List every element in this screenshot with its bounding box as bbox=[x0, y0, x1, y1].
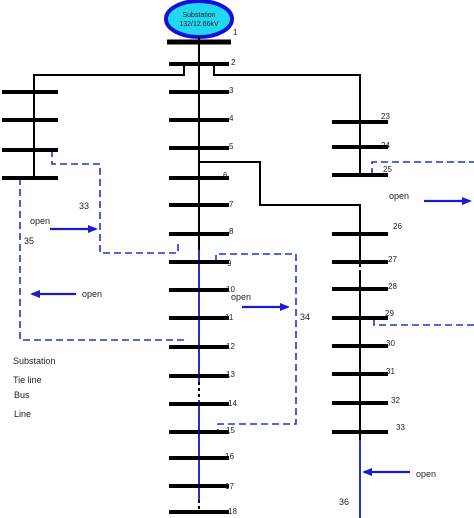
bus-label: 18 bbox=[228, 507, 237, 516]
bus-label: 33 bbox=[396, 423, 405, 432]
legend-tie-line: Tie line bbox=[13, 375, 42, 385]
bus-label: 7 bbox=[229, 200, 234, 209]
tie-lines bbox=[19, 150, 474, 432]
bus-label: 13 bbox=[226, 370, 235, 379]
open-arrows bbox=[30, 197, 472, 476]
substation-node: Substation 132/12.66kV bbox=[164, 0, 234, 39]
tie-label-35: 35 bbox=[24, 236, 34, 246]
bus-label: 27 bbox=[388, 255, 397, 264]
bus-label: 8 bbox=[229, 227, 234, 236]
bus-labels: 1 2 3 4 5 6 7 8 9 10 11 12 13 14 15 16 1… bbox=[223, 28, 405, 516]
bus-label: 10 bbox=[226, 285, 235, 294]
bus-label: 31 bbox=[386, 367, 395, 376]
bus-label: 15 bbox=[226, 426, 235, 435]
tie-label-34: 34 bbox=[300, 312, 310, 322]
open-label-33: open bbox=[30, 216, 50, 226]
bus-label: 11 bbox=[225, 313, 234, 322]
bus-label: 25 bbox=[383, 165, 392, 174]
tie-label-36: 36 bbox=[339, 497, 349, 507]
open-label-35: open bbox=[82, 289, 102, 299]
bus-label: 17 bbox=[225, 482, 234, 491]
tie-line-33 bbox=[51, 150, 179, 254]
bus-label: 5 bbox=[229, 142, 234, 151]
bus-label: 14 bbox=[228, 399, 237, 408]
substation-label-line1: Substation bbox=[182, 12, 215, 19]
tie-line-37 bbox=[371, 161, 474, 175]
main-feeder bbox=[33, 37, 361, 250]
open-label-34: open bbox=[231, 292, 251, 302]
tie-label-33: 33 bbox=[79, 201, 89, 211]
bus-label: 3 bbox=[229, 86, 234, 95]
bus-label: 12 bbox=[226, 342, 235, 351]
bus-label: 1 bbox=[233, 28, 238, 37]
tie-line-labels: 33 34 35 36 bbox=[24, 201, 349, 507]
bus-label: 30 bbox=[386, 339, 395, 348]
open-label-37: open bbox=[389, 191, 409, 201]
open-label-36: open bbox=[416, 469, 436, 479]
legend-line: Line bbox=[14, 409, 31, 419]
legend: Substation Tie line Bus Line bbox=[13, 356, 56, 419]
bus-label: 9 bbox=[227, 259, 232, 268]
substation-label-line2: 132/12.66kV bbox=[179, 21, 219, 28]
bus-label: 32 bbox=[391, 396, 400, 405]
bus-label: 4 bbox=[229, 114, 234, 123]
legend-substation: Substation bbox=[13, 356, 56, 366]
bus-label: 29 bbox=[385, 309, 394, 318]
bus-label: 26 bbox=[393, 222, 402, 231]
bus-label: 16 bbox=[225, 452, 234, 461]
bus-label: 23 bbox=[381, 112, 390, 121]
tie-line-34 bbox=[215, 253, 297, 432]
open-labels: open open open open open bbox=[30, 191, 436, 479]
buses bbox=[2, 39, 388, 514]
bus-label: 24 bbox=[381, 141, 390, 150]
branch-feeders bbox=[33, 92, 361, 518]
bus-label: 28 bbox=[388, 282, 397, 291]
bus-label: 2 bbox=[231, 58, 236, 67]
legend-bus: Bus bbox=[14, 390, 30, 400]
bus-label: 6 bbox=[223, 171, 228, 180]
tie-line-35 bbox=[19, 178, 184, 341]
tie-line-37-return bbox=[373, 315, 474, 326]
